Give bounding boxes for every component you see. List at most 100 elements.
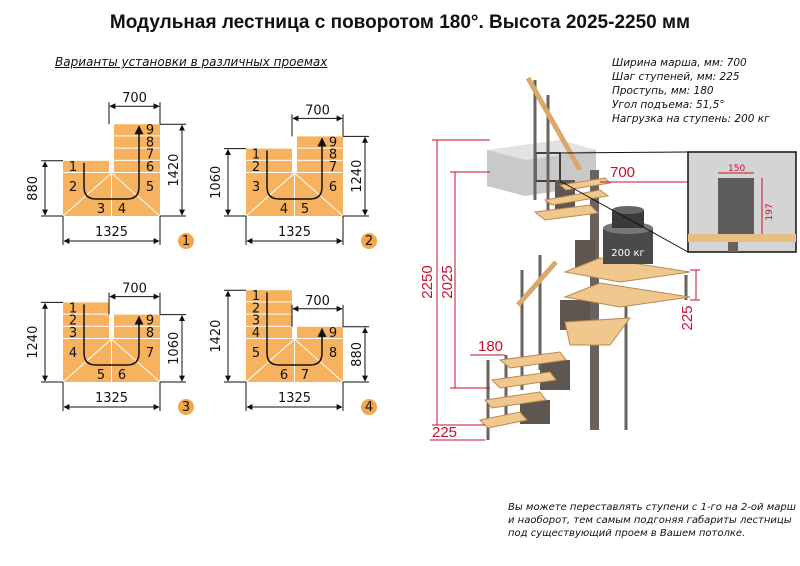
spec-tread: Проступь, мм: 180 bbox=[612, 85, 714, 97]
left-dimension-label: 1240 bbox=[26, 326, 41, 359]
winder-step-number: 7 bbox=[146, 346, 154, 361]
winder-step-number: 2 bbox=[69, 180, 77, 195]
top-dimension-label: 700 bbox=[122, 91, 147, 106]
dim-tread: 180 bbox=[478, 338, 503, 355]
left-step-number: 1 bbox=[252, 148, 260, 163]
load-weight: 200 кг bbox=[603, 206, 653, 264]
winder-step-number: 5 bbox=[97, 368, 105, 383]
right-step bbox=[114, 326, 160, 338]
left-step bbox=[63, 302, 109, 314]
winder-step-number: 5 bbox=[146, 180, 154, 195]
left-step bbox=[246, 326, 292, 338]
left-step-number: 1 bbox=[69, 301, 77, 316]
winder-step-number: 7 bbox=[301, 368, 309, 383]
top-dimension-label: 700 bbox=[305, 103, 330, 118]
treads bbox=[478, 177, 691, 429]
left-dimension-label: 880 bbox=[26, 176, 41, 201]
left-step bbox=[246, 302, 292, 314]
top-dimension-label: 700 bbox=[305, 294, 330, 309]
winder-step-number: 6 bbox=[329, 180, 337, 195]
right-step bbox=[297, 148, 343, 160]
right-step-number: 7 bbox=[329, 160, 337, 175]
bottom-dimension-label: 1325 bbox=[95, 225, 128, 240]
right-step-number: 8 bbox=[329, 148, 337, 163]
variant-badge-number: 1 bbox=[182, 234, 190, 249]
bottom-dimension-label: 1325 bbox=[95, 391, 128, 406]
spec-angle: Угол подъема: 51,5° bbox=[612, 99, 725, 111]
page-title: Модульная лестница с поворотом 180°. Выс… bbox=[109, 12, 691, 33]
left-step-number: 2 bbox=[252, 301, 260, 316]
left-step bbox=[63, 314, 109, 326]
bottom-dimension-label: 1325 bbox=[278, 225, 311, 240]
left-step bbox=[246, 148, 292, 160]
variant-badge-number: 3 bbox=[182, 400, 190, 415]
walking-path-arrow bbox=[83, 125, 144, 200]
right-step bbox=[297, 160, 343, 172]
winder-divider bbox=[111, 172, 161, 217]
winder-step-number: 5 bbox=[301, 202, 309, 217]
walking-path-arrow bbox=[83, 304, 144, 366]
spec-width: Ширина марша, мм: 700 bbox=[612, 57, 747, 69]
winder-step-number: 3 bbox=[97, 202, 105, 217]
winder-divider bbox=[294, 172, 344, 217]
left-step-number: 1 bbox=[252, 289, 260, 304]
handrail-lower bbox=[516, 260, 558, 307]
winder-step-number: 5 bbox=[252, 346, 260, 361]
right-step bbox=[114, 160, 160, 172]
right-step-number: 8 bbox=[146, 326, 154, 341]
winder-step-number: 3 bbox=[252, 180, 260, 195]
handrail-upper bbox=[525, 76, 583, 172]
winder-divider bbox=[294, 338, 344, 383]
winder-divider bbox=[245, 338, 295, 383]
dim-step-rise: 225 bbox=[679, 305, 696, 330]
right-step bbox=[114, 136, 160, 148]
spec-rise: Шаг ступеней, мм: 225 bbox=[612, 71, 740, 83]
winder-step-number: 4 bbox=[69, 346, 77, 361]
variant-badge bbox=[178, 233, 194, 249]
walking-path-arrow bbox=[266, 137, 327, 200]
dim-march-width: 700 bbox=[610, 164, 635, 181]
left-step-number: 2 bbox=[252, 160, 260, 175]
inset-width-label: 150 bbox=[728, 164, 745, 174]
note-line: и наоборот, тем самым подгоняя габариты … bbox=[508, 515, 792, 526]
bottom-dimension-label: 1325 bbox=[278, 391, 311, 406]
right-step-number: 8 bbox=[146, 135, 154, 150]
winder-step-number: 8 bbox=[329, 346, 337, 361]
top-dimension-label: 700 bbox=[122, 282, 147, 297]
dim-bottom-rise: 225 bbox=[432, 424, 457, 441]
variant-badge-number: 4 bbox=[365, 400, 373, 415]
winder-divider bbox=[62, 172, 112, 217]
detail-inset: 150 197 bbox=[559, 151, 797, 253]
right-step bbox=[114, 148, 160, 160]
winder-divider bbox=[245, 172, 295, 217]
left-step-number: 3 bbox=[69, 326, 77, 341]
installation-variants-heading: Варианты установки в различных проемах bbox=[55, 55, 328, 69]
dim-floor-height: 2025 bbox=[439, 265, 456, 298]
right-step-number: 7 bbox=[146, 148, 154, 163]
winder-step-number: 6 bbox=[280, 368, 288, 383]
winder-step-number: 4 bbox=[118, 202, 126, 217]
right-step-number: 9 bbox=[329, 135, 337, 150]
winder-step-number: 6 bbox=[118, 368, 126, 383]
specifications: Ширина марша, мм: 700 Шаг ступеней, мм: … bbox=[612, 56, 770, 126]
left-dimension-label: 1060 bbox=[209, 166, 224, 199]
winder-divider bbox=[62, 338, 112, 383]
left-step-number: 4 bbox=[252, 326, 260, 341]
right-dimension-label: 880 bbox=[350, 342, 365, 367]
left-step bbox=[246, 160, 292, 172]
left-step bbox=[63, 326, 109, 338]
left-step bbox=[246, 314, 292, 326]
rearrangement-note: Вы можете переставлять ступени с 1-го на… bbox=[508, 501, 796, 540]
right-step-number: 9 bbox=[146, 123, 154, 138]
right-dimension-label: 1060 bbox=[167, 332, 182, 365]
spec-load: Нагрузка на ступень: 200 кг bbox=[612, 113, 770, 125]
right-step-number: 9 bbox=[146, 314, 154, 329]
left-step-number: 3 bbox=[252, 314, 260, 329]
left-step bbox=[246, 290, 292, 302]
left-step bbox=[63, 160, 109, 172]
load-label: 200 кг bbox=[611, 248, 645, 259]
